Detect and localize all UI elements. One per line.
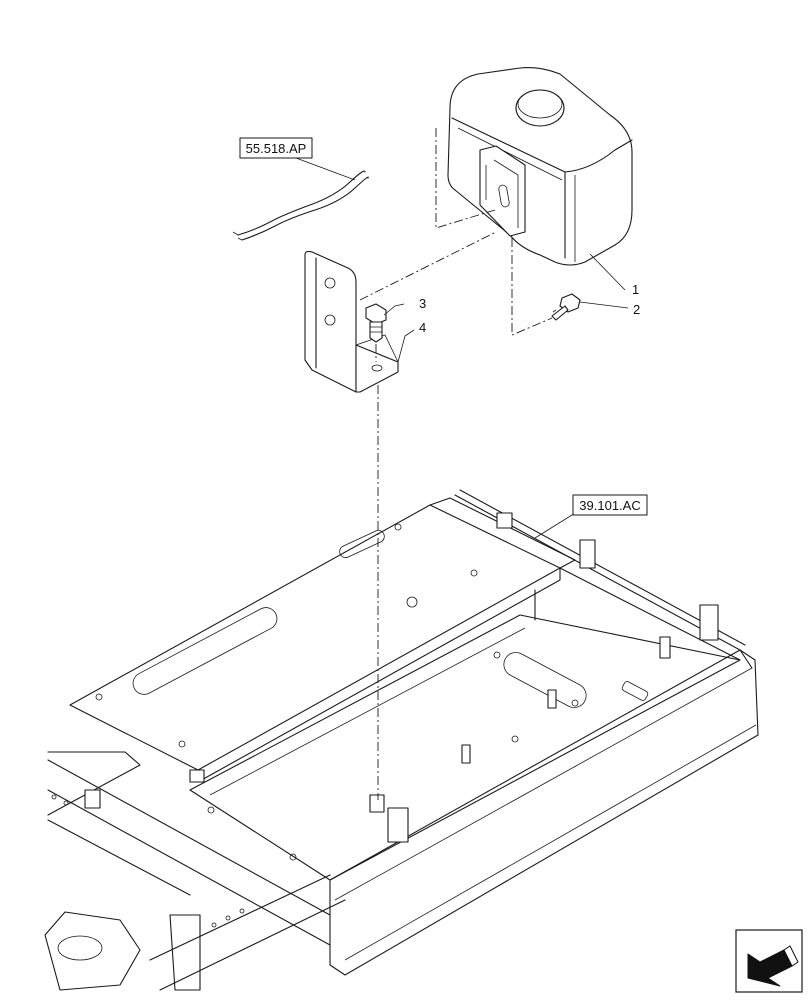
washer-tank (447, 67, 633, 266)
reference-label-55518: 55.518.AP (246, 141, 307, 156)
callout-2: 2 (633, 302, 640, 317)
chassis-frame (44, 489, 759, 991)
reference-55518: 55.518.AP (239, 137, 313, 159)
mounting-bracket (304, 250, 399, 393)
screw-3 (365, 303, 387, 343)
wire-harness (232, 170, 369, 241)
callout-4: 4 (419, 320, 426, 335)
arrow-icon[interactable] (735, 929, 803, 993)
callout-1: 1 (632, 282, 639, 297)
bolt-2 (551, 293, 581, 321)
reference-label-39101: 39.101.AC (579, 498, 640, 513)
assembly-lines (359, 128, 553, 800)
callout-3: 3 (419, 296, 426, 311)
reference-39101: 39.101.AC (572, 494, 648, 516)
